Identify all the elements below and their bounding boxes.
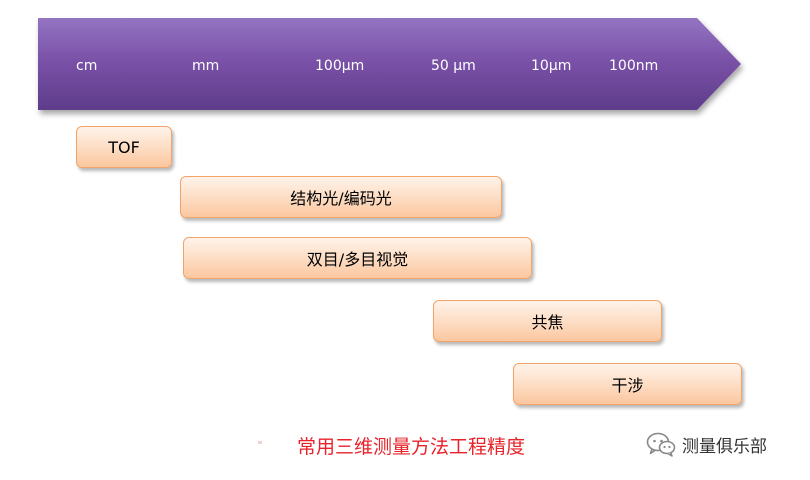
figure-caption: 常用三维测量方法工程精度 [297, 436, 526, 458]
wechat-icon [646, 432, 676, 457]
method-box-interference: 干涉 [513, 363, 742, 405]
method-box-stereo-vision: 双目/多目视觉 [183, 237, 532, 279]
precision-scale-arrow [38, 18, 741, 110]
method-box-structured-light: 结构光/编码光 [180, 176, 502, 218]
method-label: 双目/多目视觉 [306, 250, 409, 269]
method-label: 结构光/编码光 [290, 189, 392, 208]
method-box-tof: TOF [76, 126, 172, 168]
method-label: TOF [108, 137, 140, 157]
scale-label-100nm: 100nm [609, 58, 659, 74]
arrow-shape [38, 18, 741, 110]
watermark-text: 测量俱乐部 [682, 436, 767, 457]
scale-label-cm: cm [76, 58, 98, 74]
scale-label-mm: mm [192, 58, 220, 74]
scale-label-100um: 100µm [315, 58, 365, 74]
method-box-confocal: 共焦 [433, 300, 662, 342]
scale-label-50um: 50 µm [431, 58, 476, 74]
faint-dot [258, 441, 262, 444]
method-label: 共焦 [531, 313, 564, 332]
method-label: 干涉 [611, 376, 644, 395]
watermark: 测量俱乐部 [646, 431, 767, 457]
scale-label-10um: 10µm [531, 58, 572, 74]
